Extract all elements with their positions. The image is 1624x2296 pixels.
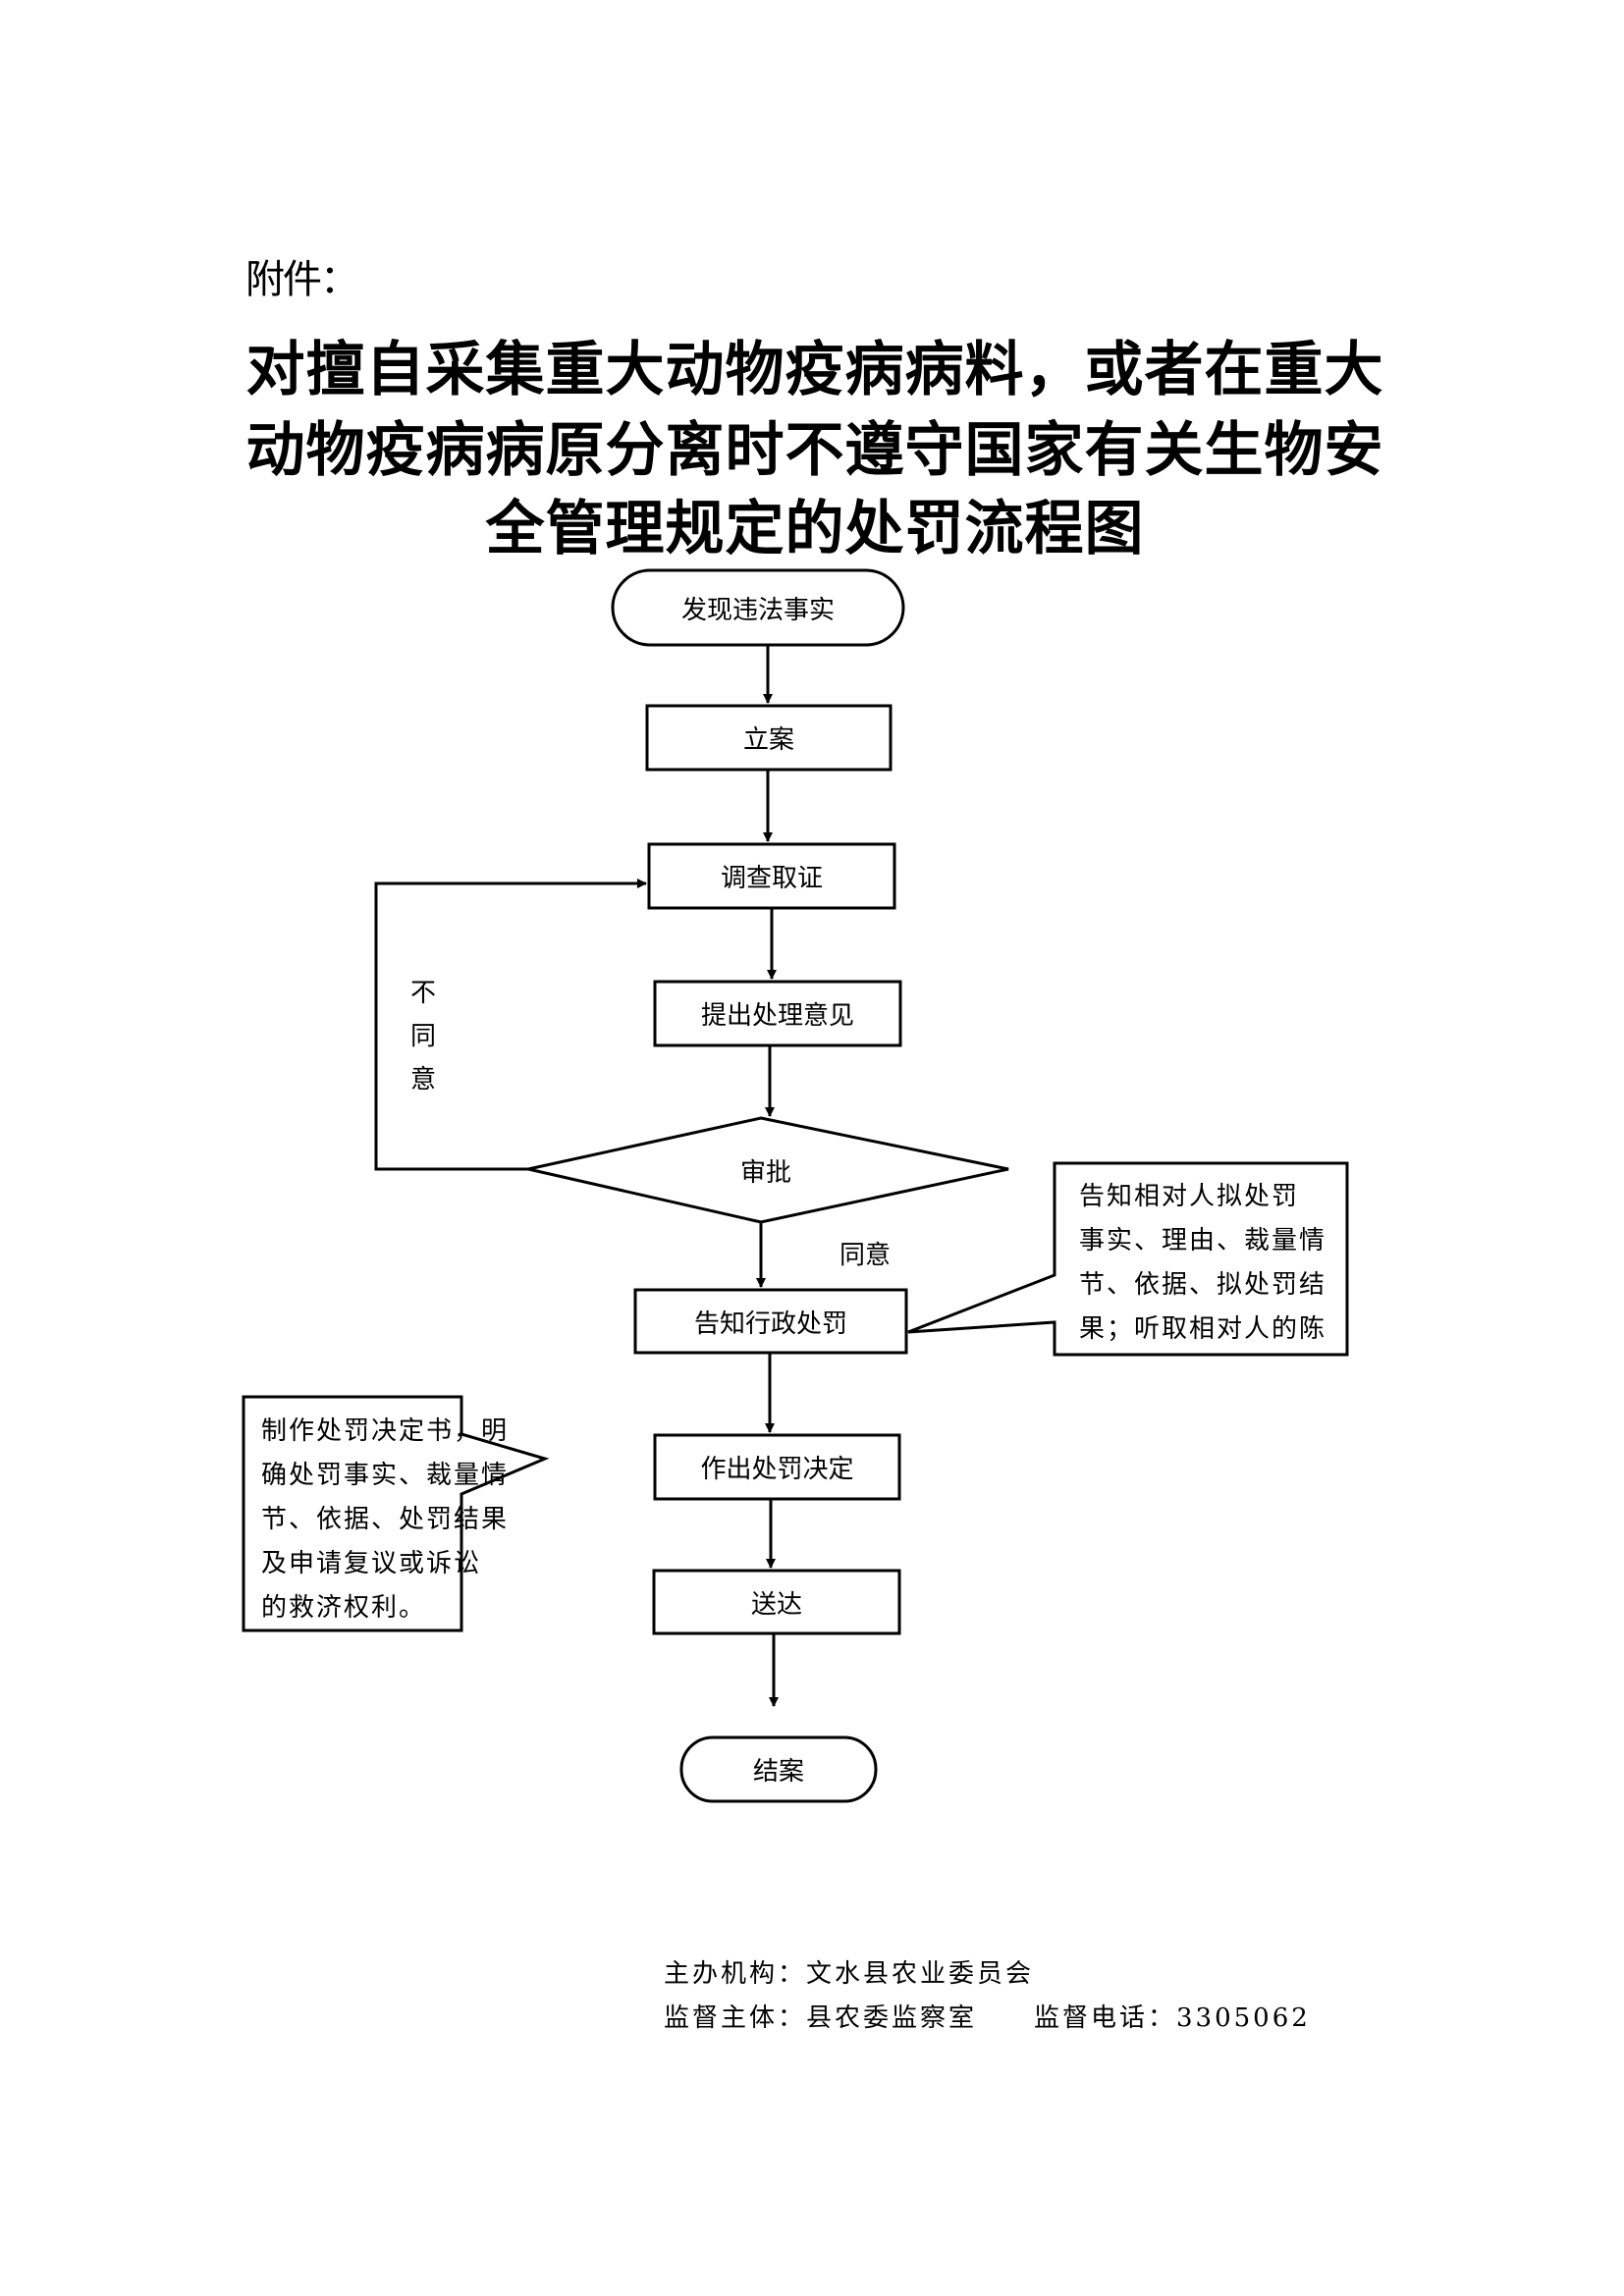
start-terminal-shape xyxy=(611,568,905,647)
file-case-box xyxy=(645,704,893,772)
notify-callout-text: 告知相对人拟处罚 事实、理由、裁量情 节、依据、拟处罚结 果；听取相对人的陈 xyxy=(1079,1175,1326,1352)
investigate-box xyxy=(647,842,896,910)
agree-label: 同意 xyxy=(839,1241,892,1270)
notify-callout-line: 节、依据、拟处罚结 xyxy=(1079,1270,1327,1300)
propose-node: 提出处理意见 xyxy=(700,1001,854,1031)
start-node: 发现违法事实 xyxy=(680,595,835,625)
decide-callout-line: 制作处罚决定书，明 xyxy=(261,1416,510,1446)
investigate-node: 调查取证 xyxy=(720,864,823,893)
decide-callout-line: 节、依据、处罚结果 xyxy=(261,1505,510,1534)
notify-box xyxy=(633,1288,908,1355)
decide-node: 作出处罚决定 xyxy=(700,1455,854,1484)
disagree-char-3: 意 xyxy=(409,1065,436,1095)
disagree-char-1: 不 xyxy=(409,979,436,1008)
deliver-node: 送达 xyxy=(750,1589,802,1620)
decide-callout-shape xyxy=(242,1395,550,1632)
approve-node: 审批 xyxy=(739,1157,791,1188)
notify-callout-line: 事实、理由、裁量情 xyxy=(1079,1226,1327,1255)
notify-callout-line: 告知相对人拟处罚 xyxy=(1079,1182,1300,1211)
attachment-label: 附件： xyxy=(245,257,359,302)
disagree-label: 不 同 意 xyxy=(408,972,438,1101)
file-case-node: 立案 xyxy=(742,725,794,755)
close-node: 结案 xyxy=(752,1757,804,1787)
propose-box xyxy=(653,980,902,1047)
decide-box xyxy=(653,1433,901,1501)
footer-supervisor: 监督主体：县农委监察室 监督电话：3305062 xyxy=(664,2003,1311,2033)
decide-callout-line: 及申请复议或诉讼 xyxy=(261,1549,482,1578)
footer-organizer: 主办机构：文水县农业委员会 xyxy=(664,1959,1035,1989)
decide-callout-line: 的救济权利。 xyxy=(261,1593,427,1623)
notify-callout-line: 果；听取相对人的陈 xyxy=(1079,1314,1327,1344)
notify-callout-shape xyxy=(907,1161,1349,1357)
title-line-3: 全管理规定的处罚流程图 xyxy=(485,495,1145,563)
disagree-char-2: 同 xyxy=(409,1022,436,1051)
title-line-2: 动物疫病病原分离时不遵守国家有关生物安 xyxy=(245,416,1384,485)
deliver-box xyxy=(652,1569,901,1635)
title-line-1: 对擅自采集重大动物疫病病料，或者在重大 xyxy=(245,336,1384,404)
arrow-disagree-loop xyxy=(374,879,647,1171)
decide-callout-text: 制作处罚决定书，明 确处罚事实、裁量情 节、依据、处罚结果 及申请复议或诉讼 的… xyxy=(261,1410,509,1630)
notify-node: 告知行政处罚 xyxy=(693,1308,847,1339)
close-terminal-shape xyxy=(679,1735,878,1803)
decide-callout-line: 确处罚事实、裁量情 xyxy=(261,1461,510,1490)
